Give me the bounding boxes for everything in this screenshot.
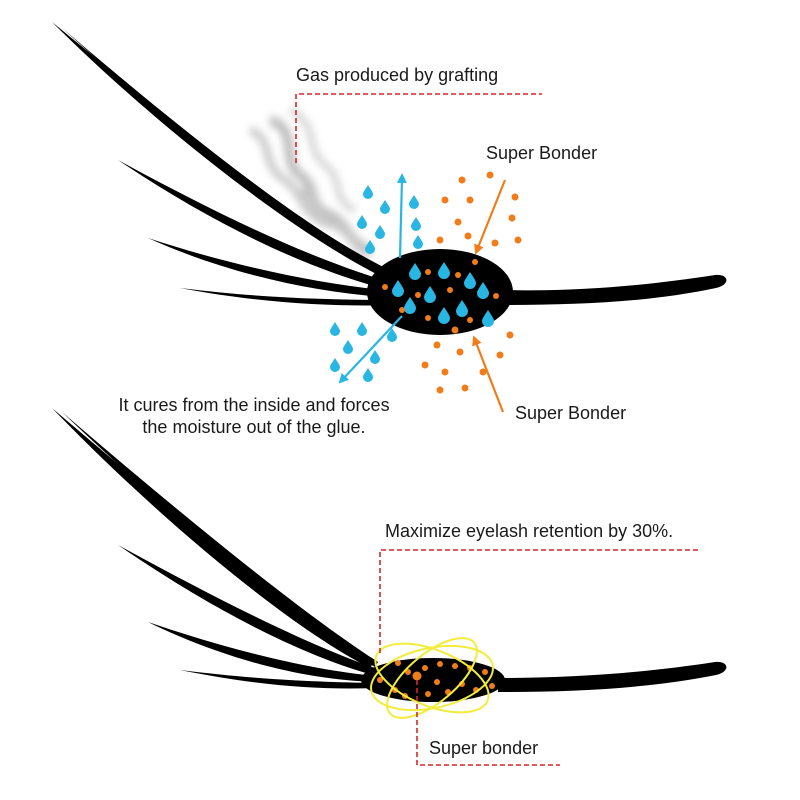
bonder-dots-inside [382,259,499,323]
retention-label: Maximize eyelash retention by 30%. [385,521,674,541]
bonder-in-arrow-bottom [472,335,505,413]
bottom-lash-fibers [52,408,727,692]
moisture-out-arrow [338,315,403,384]
retention-orbits [370,637,494,719]
retention-leader-line [379,549,700,653]
gas-out-arrow-up [396,173,407,259]
super-bonder-lower-label: Super bonder [429,738,539,758]
top-lash-illustration [52,22,727,413]
gas-leader-line [295,93,542,163]
smoke-plume [248,106,373,260]
bottom-lash-illustration [52,408,727,766]
super-bonder-label-bottom: Super Bonder [515,403,627,423]
gas-label: Gas produced by grafting [296,65,499,85]
bonder-dots-outside-upper [436,171,522,247]
top-glue-blob [367,249,513,335]
cure-description-line2: the moisture out of the glue. [142,417,366,437]
water-drops-inside [392,262,494,327]
cure-description-line1: It cures from the inside and forces [118,395,390,415]
bonder-in-arrow-top [474,179,507,255]
super-bonder-label-top: Super Bonder [486,143,598,163]
bonder-dots-outside-lower [421,326,514,394]
water-drops-outside-upper [357,185,423,254]
water-drops-outside-lower [330,322,397,382]
cure-description-label: It cures from the inside and forces the … [94,394,414,438]
super-bonder-leader-line [416,680,560,766]
